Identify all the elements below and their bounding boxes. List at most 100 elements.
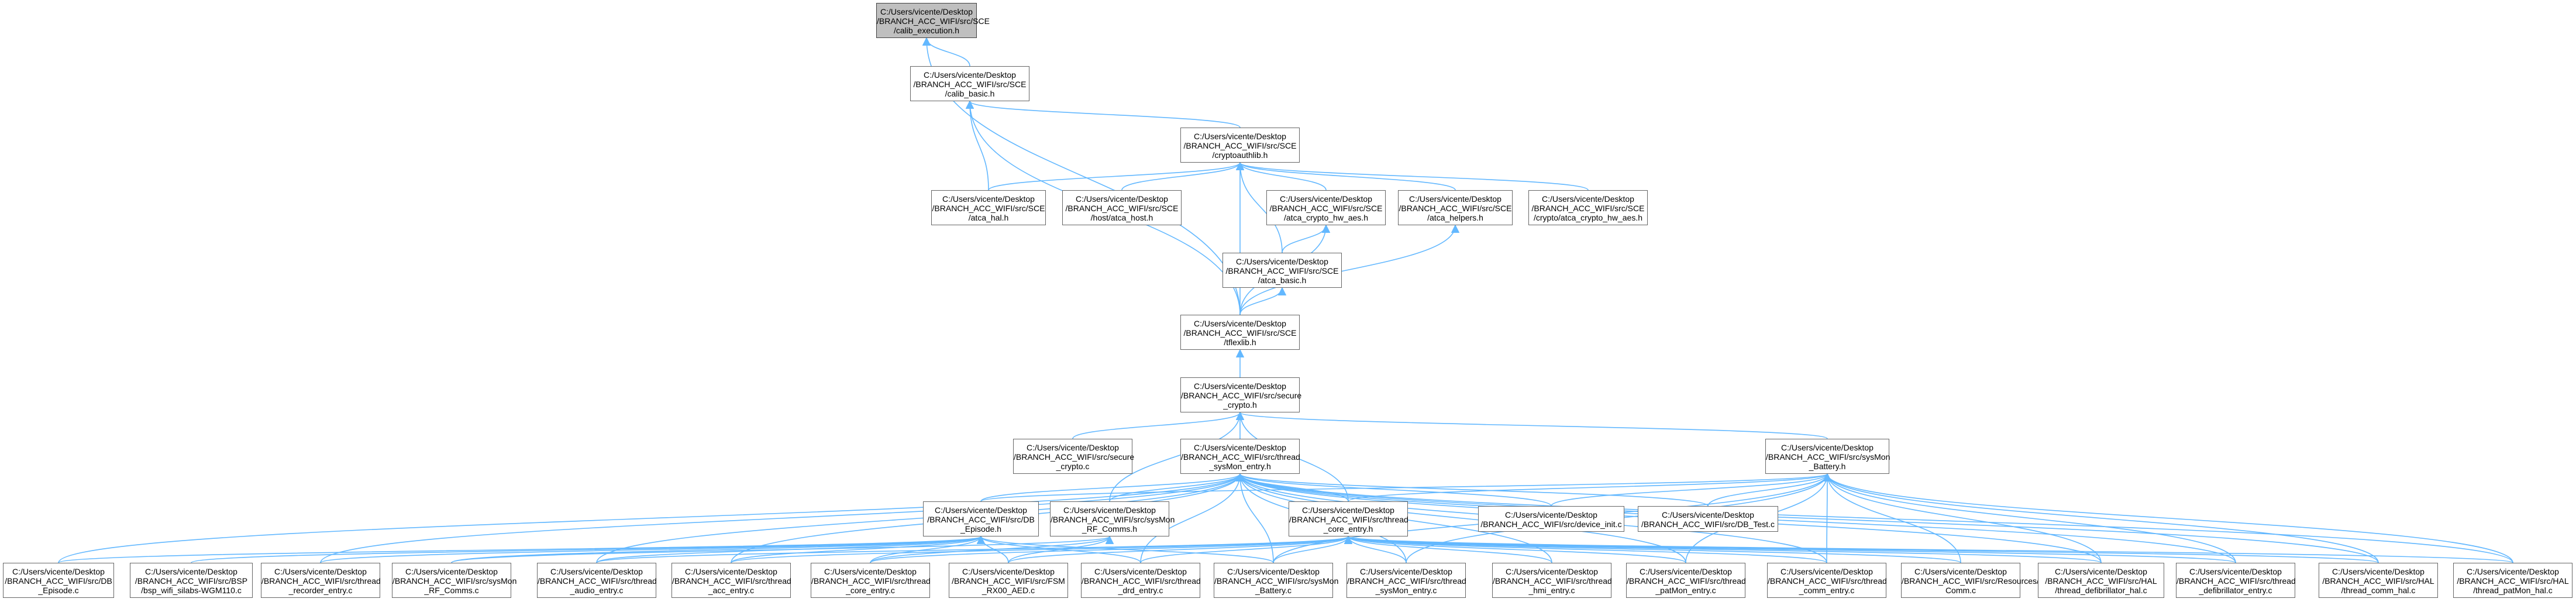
file-node-secure-crypto-h[interactable]: C:/Users/vicente/Desktop/BRANCH_ACC_WIFI… <box>1180 377 1302 412</box>
file-node-label-line: /BRANCH_ACC_WIFI/src/SCE <box>913 80 1027 89</box>
include-edge <box>1282 224 1331 253</box>
file-node-db-test-c[interactable]: C:/Users/vicente/Desktop/BRANCH_ACC_WIFI… <box>1638 506 1778 532</box>
include-edge <box>870 535 986 563</box>
file-node-label-line: C:/Users/vicente/Desktop <box>550 567 643 576</box>
file-node-tflexlib-h[interactable]: C:/Users/vicente/Desktop/BRANCH_ACC_WIFI… <box>1180 315 1300 350</box>
file-node-label-line: _RF_Comms.h <box>1082 524 1138 534</box>
include-edge <box>1140 535 1352 563</box>
file-node-label-line: C:/Users/vicente/Desktop <box>1302 505 1394 515</box>
include-edge <box>1236 473 2513 563</box>
include-edge <box>1348 473 1831 502</box>
file-node-thread-audio-entry-c[interactable]: C:/Users/vicente/Desktop/BRANCH_ACC_WIFI… <box>537 563 657 598</box>
file-node-label-line: C:/Users/vicente/Desktop <box>1027 443 1119 452</box>
file-node-sysmon-battery-h[interactable]: C:/Users/vicente/Desktop/BRANCH_ACC_WIFI… <box>1765 439 1890 474</box>
file-node-thread-sysmon-entry-c[interactable]: C:/Users/vicente/Desktop/BRANCH_ACC_WIFI… <box>1346 563 1466 598</box>
file-node-label-line: _sysMon_entry.h <box>1209 462 1271 471</box>
file-node-thread-core-entry-h[interactable]: C:/Users/vicente/Desktop/BRANCH_ACC_WIFI… <box>1289 501 1408 536</box>
file-node-fsm-rx00-aed-c[interactable]: C:/Users/vicente/Desktop/BRANCH_ACC_WIFI… <box>949 563 1068 598</box>
file-node-device-init-c[interactable]: C:/Users/vicente/Desktop/BRANCH_ACC_WIFI… <box>1478 506 1624 532</box>
file-node-resources-comm-c[interactable]: C:/Users/vicente/Desktop/BRANCH_ACC_WIFI… <box>1901 563 2039 598</box>
file-node-label-line: _RX00_AED.c <box>982 586 1035 595</box>
file-node-label-line: C:/Users/vicente/Desktop <box>12 567 105 576</box>
file-node-thread-hmi-entry-c[interactable]: C:/Users/vicente/Desktop/BRANCH_ACC_WIFI… <box>1492 563 1612 598</box>
file-node-sysmon-rf-comms-h[interactable]: C:/Users/vicente/Desktop/BRANCH_ACC_WIFI… <box>1050 501 1175 536</box>
file-node-label-line: _crypto.c <box>1056 462 1090 471</box>
include-edge <box>1344 535 2102 563</box>
file-node-sysmon-battery-c[interactable]: C:/Users/vicente/Desktop/BRANCH_ACC_WIFI… <box>1214 563 1338 598</box>
file-node-hal-thread-patmon-hal-c[interactable]: C:/Users/vicente/Desktop/BRANCH_ACC_WIFI… <box>2453 563 2572 598</box>
include-edge <box>1823 473 2513 563</box>
include-edge <box>1551 473 1831 507</box>
file-node-thread-patmon-entry-c[interactable]: C:/Users/vicente/Desktop/BRANCH_ACC_WIFI… <box>1626 563 1746 598</box>
file-node-thread-sysmon-entry-h[interactable]: C:/Users/vicente/Desktop/BRANCH_ACC_WIFI… <box>1180 439 1300 474</box>
file-node-label-line: /BRANCH_ACC_WIFI/src/thread <box>1347 576 1466 586</box>
include-edge <box>1344 535 1961 563</box>
file-node-calib-basic-h[interactable]: C:/Users/vicente/Desktop/BRANCH_ACC_WIFI… <box>910 66 1029 101</box>
include-edge <box>1236 161 1589 191</box>
file-node-label-line: /atca_basic.h <box>1258 276 1307 285</box>
file-node-label-line: /calib_execution.h <box>893 26 960 35</box>
file-node-host-atca-host-h[interactable]: C:/Users/vicente/Desktop/BRANCH_ACC_WIFI… <box>1062 190 1182 225</box>
include-edge <box>1072 411 1245 439</box>
file-node-label-line: C:/Users/vicente/Desktop <box>685 567 777 576</box>
file-node-label-line: /BRANCH_ACC_WIFI/src/thread <box>1493 576 1612 586</box>
file-node-bsp-wifi-silabs-c[interactable]: C:/Users/vicente/Desktop/BRANCH_ACC_WIFI… <box>130 563 253 598</box>
file-node-atca-hal-h[interactable]: C:/Users/vicente/Desktop/BRANCH_ACC_WIFI… <box>931 190 1046 225</box>
file-node-atca-basic-h[interactable]: C:/Users/vicente/Desktop/BRANCH_ACC_WIFI… <box>1222 253 1342 288</box>
file-node-label-line: C:/Users/vicente/Desktop <box>2189 567 2282 576</box>
file-node-label-line: /BRANCH_ACC_WIFI/src/device_init.c <box>1480 520 1622 529</box>
file-node-atca-crypto-hw-aes-h[interactable]: C:/Users/vicente/Desktop/BRANCH_ACC_WIFI… <box>1266 190 1386 225</box>
file-node-label-line: _recorder_entry.c <box>288 586 353 595</box>
file-node-db-episode-c[interactable]: C:/Users/vicente/Desktop/BRANCH_ACC_WIFI… <box>3 563 114 598</box>
file-node-label-line: /BRANCH_ACC_WIFI/src/HAL <box>2322 576 2434 586</box>
file-node-thread-comm-entry-c[interactable]: C:/Users/vicente/Desktop/BRANCH_ACC_WIFI… <box>1767 563 1887 598</box>
file-node-label-line: /BRANCH_ACC_WIFI/src/thread <box>1082 576 1201 586</box>
include-edge <box>731 535 1352 563</box>
file-node-atca-helpers-h[interactable]: C:/Users/vicente/Desktop/BRANCH_ACC_WIFI… <box>1398 190 1513 225</box>
file-node-hal-thread-defibrillator-hal-c[interactable]: C:/Users/vicente/Desktop/BRANCH_ACC_WIFI… <box>2038 563 2164 598</box>
file-node-label-line: C:/Users/vicente/Desktop <box>880 7 973 16</box>
file-node-sysmon-rf-comms-c[interactable]: C:/Users/vicente/Desktop/BRANCH_ACC_WIFI… <box>392 563 517 598</box>
file-node-cryptoauthlib-h[interactable]: C:/Users/vicente/Desktop/BRANCH_ACC_WIFI… <box>1180 128 1300 163</box>
include-edge <box>1235 161 1283 253</box>
file-node-thread-defibrillator-entry-c[interactable]: C:/Users/vicente/Desktop/BRANCH_ACC_WIFI… <box>2176 563 2296 598</box>
file-node-label-line: /BRANCH_ACC_WIFI/src/SCE <box>1269 204 1383 213</box>
include-edge <box>1707 473 1832 507</box>
file-node-label-line: C:/Users/vicente/Desktop <box>1194 132 1286 141</box>
file-node-label-line: /BRANCH_ACC_WIFI/src/sysMon <box>1766 452 1890 462</box>
include-edge <box>320 535 985 563</box>
file-node-label-line: /thread_comm_hal.c <box>2341 586 2416 595</box>
file-node-label-line: /BRANCH_ACC_WIFI/src/SCE <box>877 16 990 26</box>
file-node-thread-recorder-entry-c[interactable]: C:/Users/vicente/Desktop/BRANCH_ACC_WIFI… <box>261 563 381 598</box>
file-node-label-line: _defibrillator_entry.c <box>2199 586 2272 595</box>
include-edge <box>1344 535 2379 563</box>
include-edge <box>451 535 985 563</box>
file-node-label-line: _audio_entry.c <box>570 586 624 595</box>
file-node-label-line: /BRANCH_ACC_WIFI/src/DB_Test.c <box>1641 520 1775 529</box>
file-node-label-line: /BRANCH_ACC_WIFI/src/thread <box>538 576 657 586</box>
file-node-secure-crypto-c[interactable]: C:/Users/vicente/Desktop/BRANCH_ACC_WIFI… <box>1013 439 1134 474</box>
include-edge <box>966 100 1241 128</box>
file-node-thread-core-entry-c[interactable]: C:/Users/vicente/Desktop/BRANCH_ACC_WIFI… <box>811 563 931 598</box>
file-node-db-episode-h[interactable]: C:/Users/vicente/Desktop/BRANCH_ACC_WIFI… <box>923 501 1039 536</box>
file-node-label-line: _drd_entry.c <box>1118 586 1163 595</box>
include-edge <box>1344 535 1552 563</box>
include-edge <box>58 473 1244 563</box>
file-node-label-line: /BRANCH_ACC_WIFI/src/secure <box>1181 391 1302 400</box>
file-node-crypto-atca-crypto-hw-aes-h[interactable]: C:/Users/vicente/Desktop/BRANCH_ACC_WIFI… <box>1528 190 1648 225</box>
file-node-label-line: /BRANCH_ACC_WIFI/src/SCE <box>1183 328 1297 338</box>
file-node-label-line: _core_entry.c <box>846 586 895 595</box>
file-node-label-line: /BRANCH_ACC_WIFI/src/SCE <box>1531 204 1645 213</box>
file-node-label-line: /BRANCH_ACC_WIFI/src/thread <box>1181 452 1300 462</box>
file-node-label-line: C:/Users/vicente/Desktop <box>924 70 1016 80</box>
file-node-thread-acc-entry-c[interactable]: C:/Users/vicente/Desktop/BRANCH_ACC_WIFI… <box>671 563 791 598</box>
file-node-label-line: C:/Users/vicente/Desktop <box>1236 257 1328 266</box>
file-node-label-line: _sysMon_entry.c <box>1375 586 1437 595</box>
file-node-label-line: /BRANCH_ACC_WIFI/src/sysMon <box>392 576 517 586</box>
file-node-label-line: C:/Users/vicente/Desktop <box>1227 567 1320 576</box>
file-node-thread-drd-entry-c[interactable]: C:/Users/vicente/Desktop/BRANCH_ACC_WIFI… <box>1081 563 1201 598</box>
file-node-hal-thread-comm-hal-c[interactable]: C:/Users/vicente/Desktop/BRANCH_ACC_WIFI… <box>2319 563 2438 598</box>
include-edge <box>965 100 989 191</box>
file-node-label-line: C:/Users/vicente/Desktop <box>824 567 917 576</box>
